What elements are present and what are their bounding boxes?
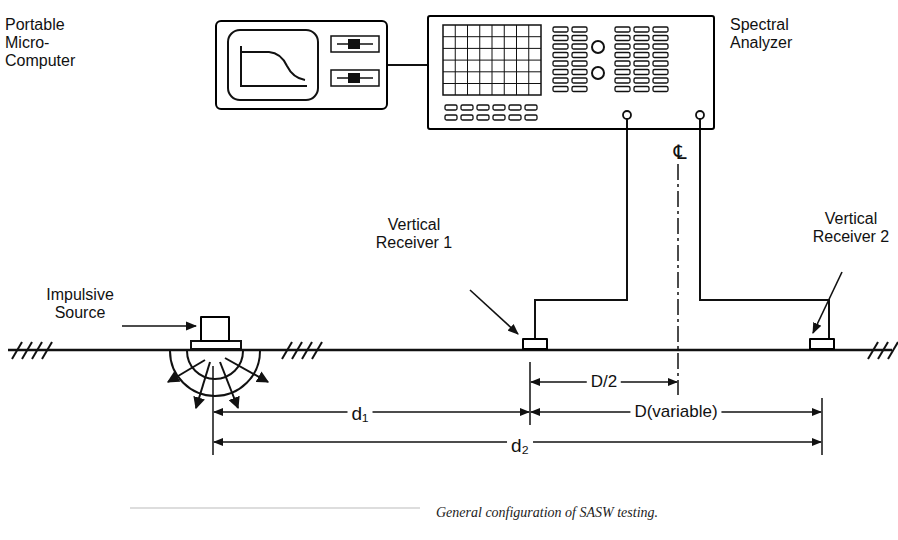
signal-cable (388, 64, 427, 66)
signal-cable (535, 130, 627, 338)
figure-caption: General configuration of SASW testing. (436, 505, 658, 521)
computer-face (217, 22, 386, 108)
computer-box: Portable Micro-Computer (215, 20, 388, 110)
analyzer-face (429, 17, 713, 128)
part-label: Vertical Receiver 1 (372, 216, 456, 252)
dimension-label: d₂ (507, 435, 533, 457)
scan-mark (130, 508, 420, 509)
part-label: Vertical Receiver 2 (808, 210, 894, 246)
source-plate (191, 341, 241, 349)
dimension-label: D(variable) (630, 402, 721, 422)
signal-cable (700, 130, 829, 338)
wave-fronts (168, 351, 268, 408)
center-line (677, 164, 679, 395)
part-label: Portable Micro-Computer (5, 16, 103, 70)
part-label: Impulsive Source (38, 286, 122, 322)
dimension-lines (214, 382, 821, 442)
source-box: Impulsive Source (200, 316, 230, 342)
receiver-box: Vertical Receiver 2 (809, 338, 835, 350)
centerline-symbol: ℄ (670, 140, 691, 164)
ground-hatch (12, 342, 898, 359)
dimension-label: d₁ (348, 403, 373, 425)
receiver-box: Vertical Receiver 1 (522, 338, 548, 350)
ground-line (8, 349, 892, 352)
leader-arrows (122, 272, 842, 334)
dimension-label: D/2 (587, 372, 621, 392)
analyzer-box: Spectral Analyzer (427, 15, 715, 130)
part-label: Spectral Analyzer (730, 16, 822, 52)
